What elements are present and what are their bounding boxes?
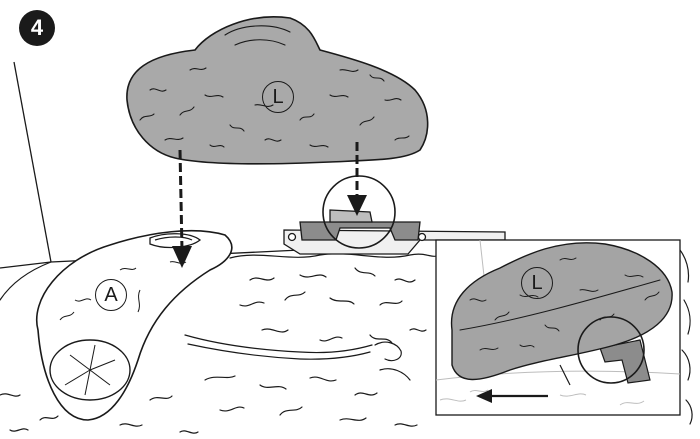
callout-rock-a: A: [95, 279, 127, 311]
inset-detail-panel: [436, 240, 680, 415]
callout-rock-l: L: [262, 81, 294, 113]
down-arrow-icon: [172, 150, 192, 268]
callout-inset-rock-l: L: [521, 267, 553, 299]
step-number-badge: 4: [19, 10, 55, 46]
rock-a: [37, 231, 232, 420]
